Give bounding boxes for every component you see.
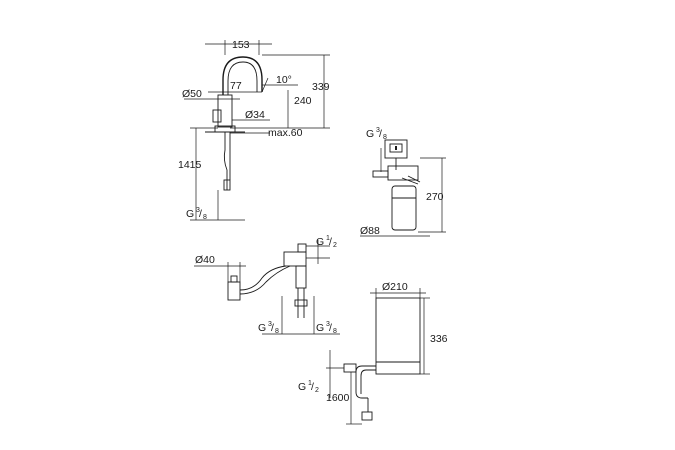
filter-connection-label: G [366, 128, 374, 140]
filter-connection-den: 8 [383, 134, 387, 141]
valve-diameter-label: Ø40 [195, 254, 215, 266]
valve-out-left-num: 3 [268, 321, 272, 328]
chiller-connection-slash: / [311, 381, 314, 393]
chiller-height-label: 336 [430, 333, 448, 345]
valve-connection-slash: / [329, 236, 332, 248]
faucet-mount-diameter-label: Ø34 [245, 109, 265, 121]
faucet-spout-reach-label: 153 [232, 39, 250, 51]
chiller-connection-label: G [298, 381, 306, 393]
faucet-hose [223, 132, 228, 190]
chiller-fitting [343, 363, 357, 373]
chiller-drawing: Ø210 336 G 1 / 2 1600 [298, 281, 448, 425]
valve-cap [297, 243, 307, 253]
chiller-connection-den: 2 [315, 387, 319, 394]
filter-housing-top [387, 165, 419, 181]
chiller-connection-num: 1 [308, 380, 312, 387]
valve-out-left-den: 8 [275, 328, 279, 335]
filter-connection-num: 3 [376, 127, 380, 134]
faucet-spout-height-label: 240 [294, 95, 312, 107]
filter-head-inner [389, 143, 403, 153]
faucet-connection-slash: / [199, 208, 202, 220]
valve-connection-den: 2 [333, 242, 337, 249]
chiller-diameter-label: Ø210 [382, 281, 408, 293]
filter-valve-left [372, 170, 389, 178]
valve-connection-num: 1 [326, 235, 330, 242]
faucet-swivel-angle-label: 10° [276, 74, 292, 86]
faucet-height-label: 339 [312, 81, 330, 93]
chiller-hose-end [361, 411, 373, 421]
faucet-max-thickness-label: max.60 [268, 127, 303, 139]
valve-out-right-slash: / [329, 322, 332, 334]
valve-drawing: G 1 / 2 Ø40 G 3 / 8 G 3 / 8 [194, 235, 340, 335]
faucet-body [217, 94, 233, 128]
valve-out-left-slash: / [271, 322, 274, 334]
valve-out-right-label: G [316, 322, 324, 334]
valve-fitting-left [227, 281, 241, 301]
filter-height-label: 270 [426, 191, 444, 203]
valve-hose-b [239, 265, 291, 295]
filter-drawing: G 3 / 8 270 Ø88 [360, 127, 446, 237]
filter-head-mark [395, 146, 397, 150]
chiller-hose [355, 365, 376, 399]
filter-connection-slash: / [379, 128, 382, 140]
valve-connection-label: G [316, 236, 324, 248]
faucet-connection-label: G [186, 208, 194, 220]
valve-out-left-label: G [258, 322, 266, 334]
faucet-spout-inner [227, 61, 258, 95]
faucet-drawing: 153 339 10° 77 Ø50 240 Ø34 max.60 1415 G… [178, 39, 330, 221]
chiller-hose-length-label: 1600 [326, 392, 350, 404]
faucet-body-diameter-label: Ø50 [182, 88, 202, 100]
valve-fitting-bottom [294, 299, 308, 307]
faucet-offset-label: 77 [230, 80, 242, 92]
faucet-spout [222, 56, 263, 95]
chiller-body [375, 297, 421, 375]
valve-out-right-num: 3 [326, 321, 330, 328]
valve-hose [239, 265, 287, 291]
faucet-lever [212, 109, 222, 123]
valve-out-right-den: 8 [333, 328, 337, 335]
valve-outlet [295, 265, 307, 289]
valve-body [283, 251, 307, 267]
valve-fitting-left-b [230, 275, 238, 283]
filter-diameter-label: Ø88 [360, 225, 380, 237]
faucet-hose-length-label: 1415 [178, 159, 202, 171]
faucet-connection-num: 3 [196, 207, 200, 214]
chiller-hose-b [360, 369, 376, 394]
filter-cartridge [391, 185, 417, 231]
faucet-connection-den: 8 [203, 214, 207, 221]
faucet-hose-end [223, 179, 231, 191]
filter-clamp [401, 175, 421, 185]
